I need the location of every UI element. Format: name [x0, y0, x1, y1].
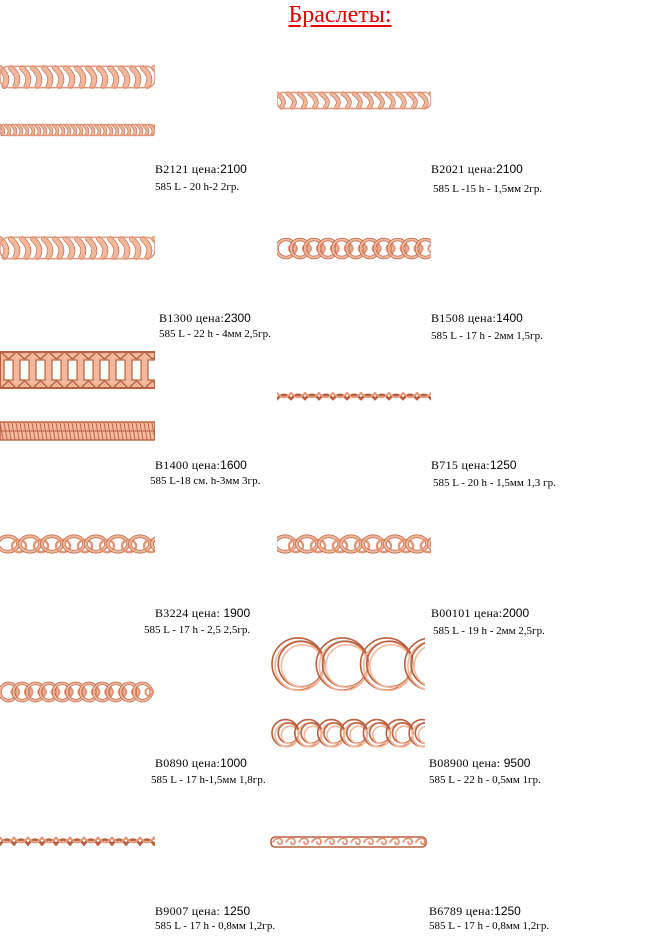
product-price: 1250: [489, 458, 517, 472]
product-code: B1508 цена:: [431, 311, 497, 325]
product-spec-b1508: 585 L - 17 h - 2мм 1,5гр.: [431, 330, 543, 342]
product-code: B6789 цена:: [429, 904, 495, 918]
product-price: 9500: [503, 756, 531, 770]
chain-image-b3224: [0, 533, 155, 557]
product-price: 2000: [502, 606, 530, 620]
product-label-b0890: B0890 цена:1000: [155, 756, 247, 771]
product-label-b1400: B1400 цена:1600: [155, 458, 247, 473]
product-price: 2300: [224, 311, 251, 325]
chain-image-b1400-top: [0, 350, 155, 390]
product-label-b1300: B1300 цена:2300: [159, 311, 251, 326]
chain-image-b2021: [277, 90, 431, 111]
product-code: B2021 цена:: [431, 162, 497, 176]
product-spec-b2121: 585 L - 20 h-2 2гр.: [155, 181, 240, 193]
product-spec-b00101: 585 L - 19 h - 2мм 2,5гр.: [433, 625, 545, 637]
product-code: B00101 цена:: [431, 606, 503, 620]
product-label-b6789: B6789 цена:1250: [429, 904, 521, 919]
product-price: 1400: [496, 311, 523, 325]
chain-image-b2121-top: [0, 63, 155, 91]
product-spec-b08900: 585 L - 22 h - 0,5мм 1гр.: [429, 774, 541, 786]
product-label-b3224: B3224 цена: 1900: [155, 606, 250, 621]
product-spec-b2021: 585 L -15 h - 1,5мм 2гр.: [433, 183, 543, 195]
chain-image-b0890: [0, 680, 155, 704]
chain-image-b08900-top: [270, 634, 425, 696]
product-spec-b1400: 585 L-18 см. h-3мм 3гр.: [150, 475, 261, 487]
product-label-b1508: B1508 цена:1400: [431, 311, 523, 326]
chain-image-b1508: [277, 236, 431, 261]
product-code: B1300 цена:: [159, 311, 225, 325]
product-price: 2100: [496, 162, 523, 176]
product-price: 1900: [223, 606, 251, 620]
product-label-b9007: B9007 цена: 1250: [155, 904, 250, 919]
chain-image-b6789: [270, 835, 427, 849]
page-title: Браслеты:: [288, 2, 392, 28]
chain-image-b1400-bottom: [0, 421, 155, 441]
product-price: 2100: [220, 162, 247, 176]
product-spec-b9007: 585 L - 17 h - 0,8мм 1,2гр.: [155, 920, 276, 932]
product-label-b715: B715 цена:1250: [431, 458, 517, 473]
product-code: B0890 цена:: [155, 756, 221, 770]
chain-image-b715: [277, 390, 431, 402]
product-code: B08900 цена:: [429, 756, 504, 770]
chain-image-b2121-bottom: [0, 123, 155, 137]
product-price: 1000: [220, 756, 247, 770]
chain-image-b00101: [277, 533, 431, 557]
chain-image-b08900-bottom: [270, 718, 425, 750]
product-label-b2121: B2121 цена:2100: [155, 162, 247, 177]
product-price: 1600: [220, 458, 247, 472]
product-spec-b715: 585 L - 20 h - 1,5мм 1,3 гр.: [433, 477, 556, 489]
product-spec-b0890: 585 L - 17 h-1,5мм 1,8гр.: [151, 774, 266, 786]
product-code: B9007 цена:: [155, 904, 224, 918]
product-price: 1250: [494, 904, 521, 918]
product-label-b08900: B08900 цена: 9500: [429, 756, 530, 771]
product-spec-b3224: 585 L - 17 h - 2,5 2,5гр.: [144, 624, 251, 636]
product-price: 1250: [223, 904, 251, 918]
product-code: B715 цена:: [431, 458, 490, 472]
product-code: B1400 цена:: [155, 458, 221, 472]
chain-image-b9007: [0, 834, 155, 848]
product-spec-b1300: 585 L - 22 h - 4мм 2,5гр.: [159, 328, 271, 340]
product-code: B2121 цена:: [155, 162, 221, 176]
chain-image-b1300: [0, 234, 155, 262]
product-label-b2021: B2021 цена:2100: [431, 162, 523, 177]
product-spec-b6789: 585 L - 17 h - 0,8мм 1,2гр.: [429, 920, 550, 932]
product-label-b00101: B00101 цена:2000: [431, 606, 529, 621]
product-code: B3224 цена:: [155, 606, 224, 620]
